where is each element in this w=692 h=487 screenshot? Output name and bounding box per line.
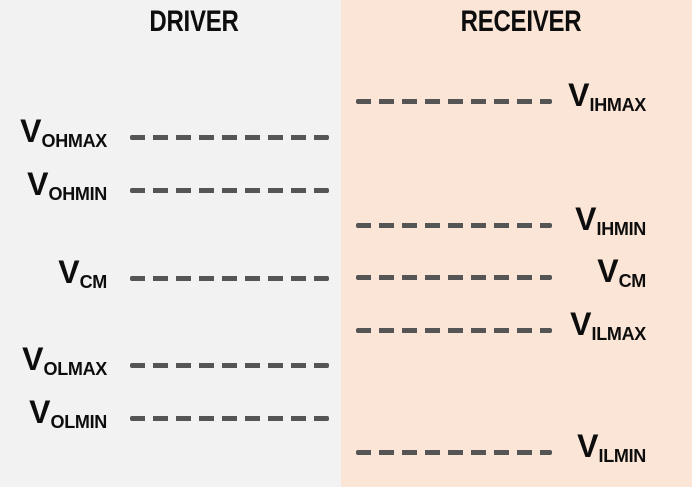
driver-panel-title: DRIVER — [149, 5, 239, 38]
voltage-subscript: CM — [618, 271, 647, 291]
voltage-symbol: V — [27, 166, 49, 202]
voltage-subscript: ILMIN — [598, 446, 647, 466]
driver-level-line-olmin — [130, 416, 329, 421]
driver-level-label-cm: VCM — [0, 252, 107, 302]
receiver-level-label-ihmax: VIHMAX — [497, 75, 646, 125]
voltage-symbol: V — [29, 394, 51, 430]
receiver-level-label-cm: VCM — [497, 251, 646, 301]
driver-level-line-ohmin — [130, 188, 329, 193]
voltage-symbol: V — [58, 254, 80, 290]
voltage-symbol: V — [20, 113, 42, 149]
voltage-symbol: V — [22, 341, 44, 377]
driver-level-label-ohmax: VOHMAX — [0, 111, 107, 161]
receiver-panel-title: RECEIVER — [460, 5, 582, 38]
receiver-level-label-ilmin: VILMIN — [497, 426, 646, 476]
receiver-level-line-cm — [356, 275, 552, 280]
receiver-level-line-ilmax — [356, 328, 552, 333]
driver-level-label-olmin: VOLMIN — [0, 392, 107, 442]
receiver-level-label-ilmax: VILMAX — [497, 304, 646, 354]
voltage-subscript: OLMAX — [43, 359, 108, 379]
voltage-subscript: IHMIN — [596, 219, 647, 239]
voltage-symbol: V — [577, 428, 599, 464]
voltage-subscript: OHMIN — [48, 184, 108, 204]
voltage-symbol: V — [575, 201, 597, 237]
driver-panel: DRIVER — [0, 0, 341, 487]
voltage-subscript: OLMIN — [50, 412, 108, 432]
voltage-symbol: V — [597, 253, 619, 289]
receiver-level-label-ihmin: VIHMIN — [497, 199, 646, 249]
driver-level-line-ohmax — [130, 135, 329, 140]
voltage-symbol: V — [570, 306, 592, 342]
voltage-subscript: OHMAX — [41, 131, 108, 151]
receiver-level-line-ilmin — [356, 450, 552, 455]
driver-level-label-olmax: VOLMAX — [0, 339, 107, 389]
voltage-symbol: V — [568, 77, 590, 113]
voltage-subscript: ILMAX — [591, 324, 647, 344]
receiver-panel: RECEIVER — [341, 0, 692, 487]
driver-level-line-olmax — [130, 363, 329, 368]
voltage-subscript: IHMAX — [589, 95, 647, 115]
driver-level-label-ohmin: VOHMIN — [0, 164, 107, 214]
voltage-subscript: CM — [79, 272, 108, 292]
driver-level-line-cm — [130, 276, 329, 281]
receiver-level-line-ihmin — [356, 223, 552, 228]
receiver-level-line-ihmax — [356, 99, 552, 104]
